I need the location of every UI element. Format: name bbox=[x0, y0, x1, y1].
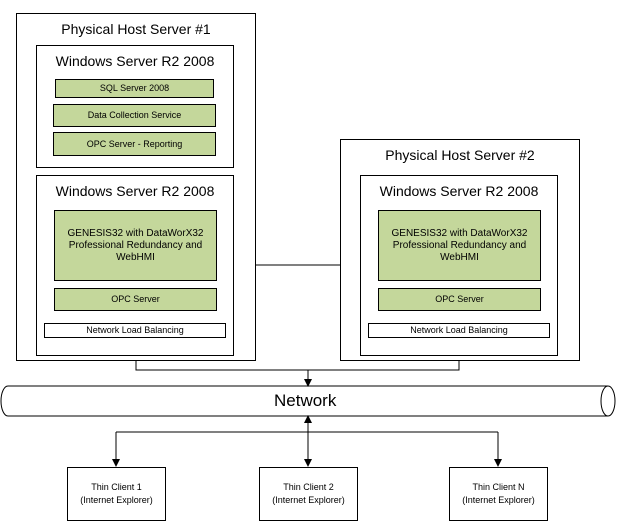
thin-client-1: Thin Client 1 (Internet Explorer) bbox=[67, 467, 166, 521]
network-load-balancing-1: Network Load Balancing bbox=[44, 323, 226, 338]
opc-server-box-1: OPC Server bbox=[54, 288, 217, 311]
opc-server-box-2: OPC Server bbox=[378, 288, 541, 311]
genesis32-box-1: GENESIS32 with DataWorX32 Professional R… bbox=[54, 210, 217, 281]
thin-client-n: Thin Client N (Internet Explorer) bbox=[449, 467, 548, 521]
thin-client-1-name: Thin Client 1 bbox=[91, 482, 142, 492]
thin-client-n-browser: (Internet Explorer) bbox=[462, 495, 535, 505]
network-label: Network bbox=[274, 391, 337, 410]
sql-server-box: SQL Server 2008 bbox=[55, 79, 214, 98]
thin-client-2-browser: (Internet Explorer) bbox=[272, 495, 345, 505]
thin-client-2-name: Thin Client 2 bbox=[283, 482, 334, 492]
genesis32-box-2: GENESIS32 with DataWorX32 Professional R… bbox=[378, 210, 541, 281]
data-collection-service-box: Data Collection Service bbox=[53, 104, 216, 127]
host-server-1-title: Physical Host Server #1 bbox=[61, 21, 211, 37]
windows-server-2-title: Windows Server R2 2008 bbox=[379, 183, 539, 199]
opc-server-reporting-box: OPC Server - Reporting bbox=[53, 132, 216, 156]
network-load-balancing-2: Network Load Balancing bbox=[368, 323, 550, 338]
thin-client-1-browser: (Internet Explorer) bbox=[80, 495, 153, 505]
host-server-2-title: Physical Host Server #2 bbox=[385, 147, 535, 163]
network-pipe bbox=[0, 385, 616, 417]
windows-server-1b-title: Windows Server R2 2008 bbox=[55, 183, 215, 199]
windows-server-1a-title: Windows Server R2 2008 bbox=[55, 53, 215, 69]
thin-client-2: Thin Client 2 (Internet Explorer) bbox=[259, 467, 358, 521]
thin-client-n-name: Thin Client N bbox=[472, 482, 525, 492]
